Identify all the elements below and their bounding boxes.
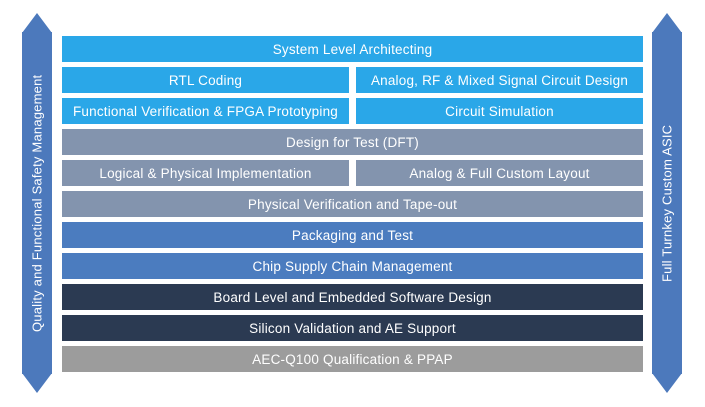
row-packaging: Packaging and Test bbox=[62, 222, 643, 248]
bar-chip-supply-chain: Chip Supply Chain Management bbox=[62, 253, 643, 279]
bar-silicon-validation-ae-support: Silicon Validation and AE Support bbox=[62, 315, 643, 341]
bar-design-for-test: Design for Test (DFT) bbox=[62, 129, 643, 155]
arrow-up-icon bbox=[652, 13, 682, 33]
row-physical-verification: Physical Verification and Tape-out bbox=[62, 191, 643, 217]
left-arrow-label: Quality and Functional Safety Management bbox=[29, 74, 45, 332]
arrow-body bbox=[22, 32, 52, 374]
row-verification-simulation: Functional Verification & FPGA Prototypi… bbox=[62, 98, 643, 124]
row-dft: Design for Test (DFT) bbox=[62, 129, 643, 155]
row-silicon-validation: Silicon Validation and AE Support bbox=[62, 315, 643, 341]
row-supply-chain: Chip Supply Chain Management bbox=[62, 253, 643, 279]
row-qualification: AEC-Q100 Qualification & PPAP bbox=[62, 346, 643, 372]
bar-system-level-architecting: System Level Architecting bbox=[62, 36, 643, 62]
row-system-level: System Level Architecting bbox=[62, 36, 643, 62]
quality-safety-management-arrow: Quality and Functional Safety Management bbox=[22, 13, 52, 393]
arrow-down-icon bbox=[652, 373, 682, 393]
process-bars: System Level Architecting RTL Coding Ana… bbox=[62, 36, 643, 377]
right-arrow-label: Full Turnkey Custom ASIC bbox=[659, 124, 675, 282]
full-turnkey-asic-arrow: Full Turnkey Custom ASIC bbox=[652, 13, 682, 393]
arrow-down-icon bbox=[22, 373, 52, 393]
row-implementation-layout: Logical & Physical Implementation Analog… bbox=[62, 160, 643, 186]
row-board-software: Board Level and Embedded Software Design bbox=[62, 284, 643, 310]
bar-functional-verification-fpga: Functional Verification & FPGA Prototypi… bbox=[62, 98, 349, 124]
bar-physical-verification-tapeout: Physical Verification and Tape-out bbox=[62, 191, 643, 217]
bar-circuit-simulation: Circuit Simulation bbox=[356, 98, 643, 124]
bar-analog-rf-mixed-signal: Analog, RF & Mixed Signal Circuit Design bbox=[356, 67, 643, 93]
arrow-body bbox=[652, 32, 682, 374]
bar-board-level-embedded-software: Board Level and Embedded Software Design bbox=[62, 284, 643, 310]
arrow-up-icon bbox=[22, 13, 52, 33]
row-coding-analog: RTL Coding Analog, RF & Mixed Signal Cir… bbox=[62, 67, 643, 93]
bar-logical-physical-implementation: Logical & Physical Implementation bbox=[62, 160, 349, 186]
bar-rtl-coding: RTL Coding bbox=[62, 67, 349, 93]
bar-analog-full-custom-layout: Analog & Full Custom Layout bbox=[356, 160, 643, 186]
bar-packaging-and-test: Packaging and Test bbox=[62, 222, 643, 248]
bar-aec-q100-qualification-ppap: AEC-Q100 Qualification & PPAP bbox=[62, 346, 643, 372]
